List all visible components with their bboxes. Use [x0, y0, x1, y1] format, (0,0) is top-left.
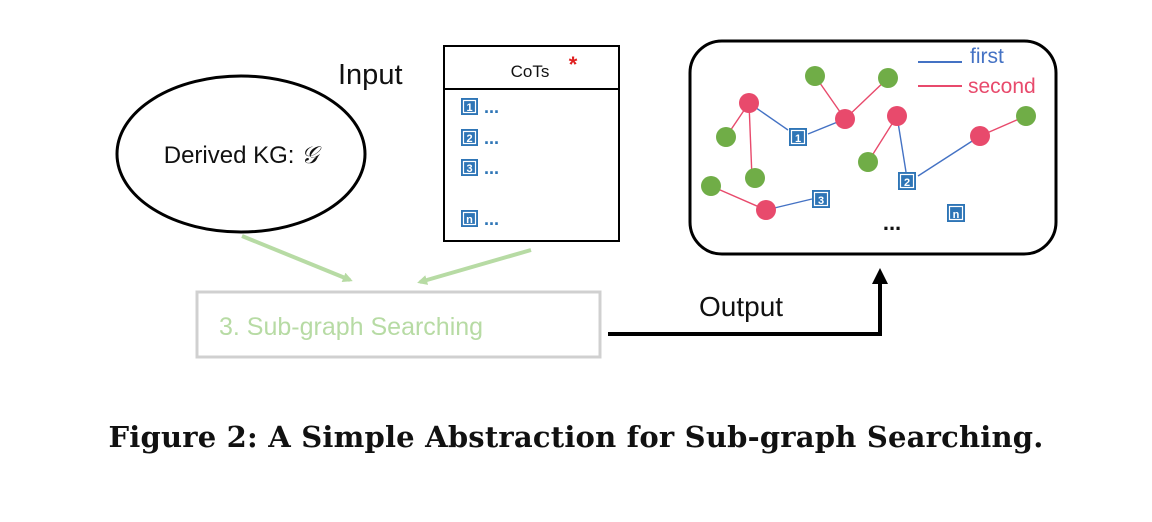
- badge-3-icon: [812, 190, 830, 208]
- graph-badge-1: 1: [789, 128, 807, 146]
- row-badge-label: 2: [466, 133, 472, 145]
- cots-table: CoTs * 1 ... 2 ... 3 ... n ...: [443, 45, 620, 242]
- graph-badge-label: n: [953, 209, 960, 221]
- graph-node: [887, 106, 907, 126]
- legend-second-label: second: [968, 75, 1036, 98]
- graph-node: [805, 66, 825, 86]
- graph-node: [1016, 106, 1036, 126]
- cots-row-2: 2 ...: [461, 128, 499, 148]
- kg-to-search-arrow: [241, 234, 353, 282]
- sub-graph-searching-diagram: Derived KG: 𝒢 Input CoTs * 1 ... 2 ... 3…: [115, 39, 1058, 359]
- row-text: ...: [484, 97, 499, 117]
- graph-node: [701, 176, 721, 196]
- graph-node: [756, 200, 776, 220]
- graph-badge-label: 1: [795, 133, 801, 145]
- output-arrow: [608, 268, 888, 336]
- badge-3-icon: [461, 159, 478, 176]
- row-badge-label: 3: [466, 163, 472, 175]
- graph-badge-3: 3: [812, 190, 830, 208]
- row-badge-label: n: [466, 214, 473, 226]
- subgraph-panel-border: [688, 39, 1058, 256]
- legend: first second: [918, 45, 1036, 98]
- graph-badge-label: 3: [818, 195, 824, 207]
- sub-graph-search-box: 3. Sub-graph Searching: [195, 290, 602, 359]
- green-nodes: [701, 66, 1036, 196]
- search-box-label: 3. Sub-graph Searching: [219, 313, 483, 341]
- output-subgraph-panel: first second: [688, 39, 1058, 256]
- output-label: Output: [699, 291, 783, 322]
- row-text: ...: [484, 158, 499, 178]
- graph-node: [835, 109, 855, 129]
- cots-title: CoTs: [511, 62, 550, 81]
- legend-first-label: first: [970, 45, 1004, 68]
- badge-n-icon: [461, 210, 478, 227]
- cots-star: *: [569, 52, 578, 77]
- graph-badge-2: 2: [898, 172, 916, 190]
- search-box-border: [195, 290, 602, 359]
- cots-row-1: 1 ...: [461, 97, 499, 117]
- derived-kg-node: Derived KG: 𝒢: [115, 74, 367, 234]
- edge: [710, 185, 767, 211]
- graph-node: [858, 152, 878, 172]
- row-badge-label: 1: [466, 102, 472, 114]
- edge: [748, 102, 753, 179]
- graph-node: [716, 127, 736, 147]
- badge-1-icon: [789, 128, 807, 146]
- input-label: Input: [338, 59, 403, 91]
- row-text: ...: [484, 128, 499, 148]
- edge: [917, 135, 981, 177]
- graph-badge-label: 2: [904, 177, 910, 189]
- badge-2-icon: [461, 129, 478, 146]
- graph-node: [745, 168, 765, 188]
- cots-to-search-arrow: [417, 248, 532, 285]
- graph-node: [739, 93, 759, 113]
- graph-node: [970, 126, 990, 146]
- cots-row-n: n ...: [461, 209, 499, 229]
- red-nodes: [739, 93, 990, 220]
- kg-label: Derived KG: 𝒢: [164, 141, 322, 169]
- row-text: ...: [484, 209, 499, 229]
- kg-ellipse: [115, 74, 367, 234]
- badge-n-icon: [947, 204, 965, 222]
- graph-ellipsis: ...: [883, 210, 901, 235]
- cots-row-3: 3 ...: [461, 158, 499, 178]
- graph-node: [878, 68, 898, 88]
- badge-2-icon: [898, 172, 916, 190]
- graph-badge-n: n: [947, 204, 965, 222]
- figure-caption: Figure 2: A Simple Abstraction for Sub-g…: [108, 420, 1044, 454]
- badge-1-icon: [461, 98, 478, 115]
